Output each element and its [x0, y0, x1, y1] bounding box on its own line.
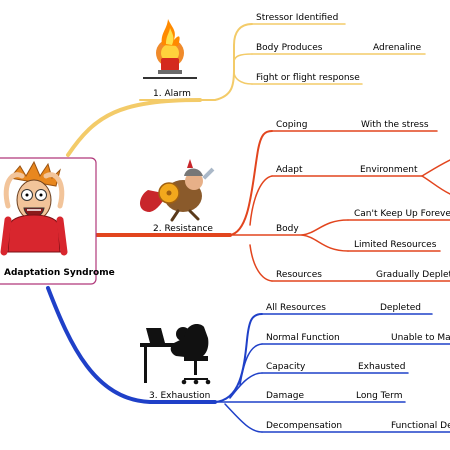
adapt-fork-upper	[421, 159, 450, 177]
exhaustion-label: 3. Exhaustion	[149, 391, 210, 401]
body-label: Body	[276, 224, 299, 234]
resistance-branch	[95, 130, 450, 282]
adapt-connector	[249, 175, 273, 226]
stressor-identified-label: Stressor Identified	[256, 13, 338, 23]
adrenaline-label: Adrenaline	[373, 43, 422, 53]
damage-label: Damage	[266, 391, 304, 401]
decompensation-label: Decompensation	[266, 421, 342, 431]
limited-resources-label: Limited Resources	[354, 240, 437, 250]
all-resources-connector	[214, 313, 263, 403]
functional-deterioration-label: Functional Deterioration	[391, 421, 450, 431]
central-label: Adaptation Syndrome	[4, 268, 115, 278]
alarm-branch	[66, 23, 426, 157]
capacity-connector	[229, 372, 263, 399]
body-produces-label: Body Produces	[256, 43, 323, 53]
coping-label: Coping	[276, 120, 307, 130]
capacity-label: Capacity	[266, 362, 306, 372]
adapt-label: Adapt	[276, 165, 303, 175]
fight-flight-label: Fight or flight response	[256, 73, 360, 83]
exhausted-label: Exhausted	[358, 362, 405, 372]
with-the-stress-label: With the stress	[361, 120, 429, 130]
gradually-depleted-label: Gradually Depleted	[376, 270, 450, 280]
alarm-connector	[66, 98, 202, 157]
normal-function-label: Normal Function	[266, 333, 340, 343]
fire-alarm-icon	[156, 19, 184, 74]
body-produces-connector	[233, 53, 253, 63]
cant-keep-up-connector	[301, 219, 349, 236]
all-resources-label: All Resources	[266, 303, 326, 313]
central-node: Adaptation Syndrome	[0, 157, 115, 285]
unable-to-maintain-label: Unable to Maintain	[391, 333, 450, 343]
limited-resources-connector	[301, 234, 349, 252]
resources-label: Resources	[276, 270, 322, 280]
decompensation-connector	[224, 403, 263, 433]
exhausted-person-at-desk-icon	[140, 324, 211, 385]
warrior-character-icon	[140, 159, 215, 222]
resistance-label: 2. Resistance	[153, 224, 213, 234]
fight-connector	[233, 71, 253, 85]
coping-connector	[229, 130, 273, 236]
alarm-stem	[214, 23, 253, 101]
stressed-person-icon	[0, 160, 68, 256]
environment-label: Environment	[360, 165, 418, 175]
resources-connector	[249, 244, 273, 282]
adapt-fork-lower	[421, 175, 450, 195]
alarm-label: 1. Alarm	[153, 89, 191, 99]
normal-function-connector	[239, 343, 263, 386]
long-term-label: Long Term	[356, 391, 402, 401]
depleted-label: Depleted	[380, 303, 421, 313]
cant-keep-up-label: Can't Keep Up Forever	[354, 209, 450, 219]
exhaustion-connector	[46, 286, 217, 404]
exhaustion-branch	[46, 286, 450, 433]
